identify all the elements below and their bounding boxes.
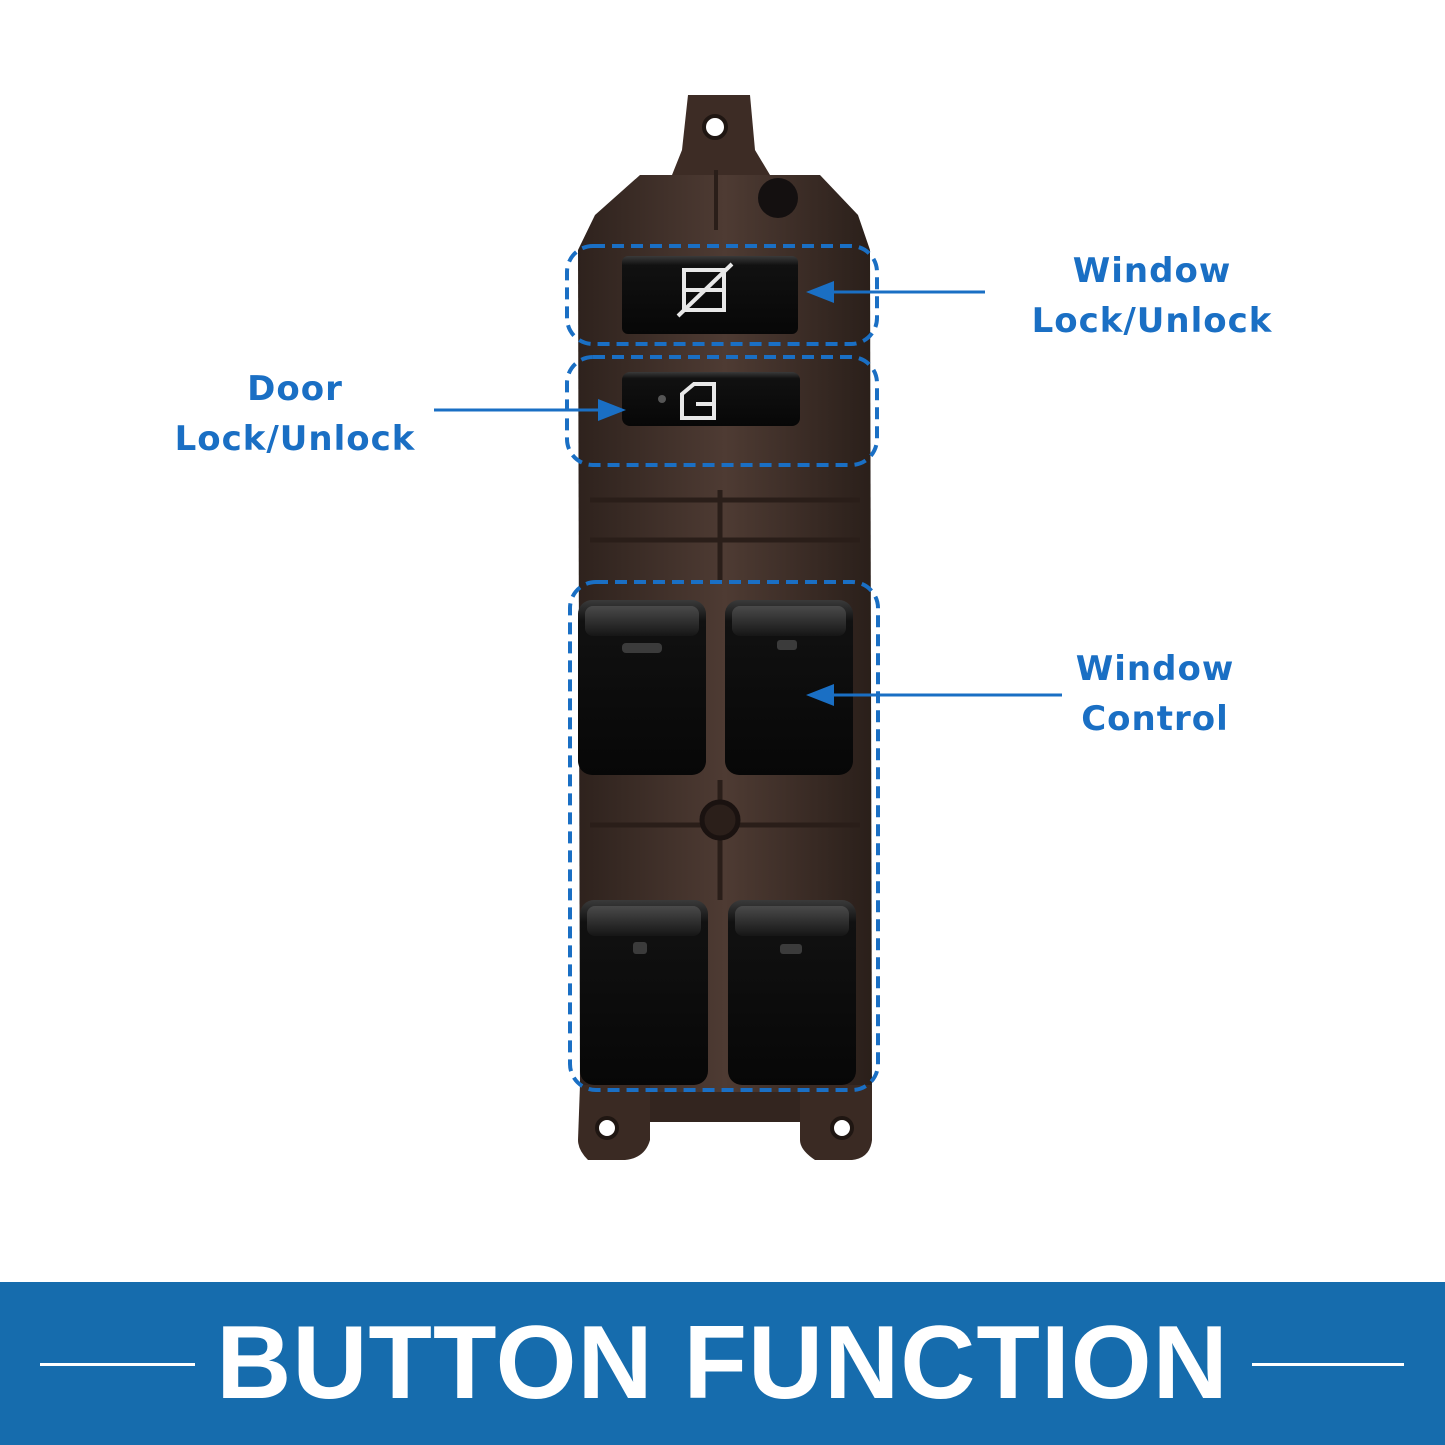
window-control-label-line1: Window [1075, 649, 1235, 689]
bottom-mounting-hole-right [830, 1116, 854, 1140]
window-lock-label-line1: Window [1072, 251, 1232, 291]
door-lock-button[interactable] [622, 372, 800, 426]
window-lock-icon [676, 262, 734, 318]
center-screw-boss [699, 799, 741, 841]
window-control-arrow [806, 684, 1062, 706]
window-lock-button[interactable] [622, 256, 798, 334]
banner-rule-left [40, 1363, 195, 1366]
door-lock-arrow [434, 399, 626, 421]
window-control-highlight [568, 580, 880, 1092]
bottom-mounting-hole-left [595, 1116, 619, 1140]
banner-rule-right [1252, 1363, 1404, 1366]
window-lock-arrow [806, 281, 985, 303]
bottom-connector [650, 1092, 800, 1122]
window-switch-panel [434, 95, 1062, 1160]
top-mounting-hole [702, 114, 728, 140]
footer-banner: BUTTON FUNCTION [0, 1282, 1445, 1445]
door-lock-label: Door Lock/Unlock [160, 364, 430, 464]
window-control-label-line2: Control [1081, 699, 1229, 739]
door-lock-indicator [658, 395, 666, 403]
product-photo: Window Lock/Unlock Door Lock/Unlock Wind… [160, 95, 1282, 1160]
door-lock-label-line1: Door [247, 369, 343, 409]
window-lock-highlight [565, 244, 879, 346]
window-switch-front-right[interactable] [725, 600, 853, 775]
door-lock-label-line2: Lock/Unlock [174, 419, 416, 459]
housing-knob [758, 178, 798, 218]
window-switch-rear-right[interactable] [728, 900, 856, 1085]
door-lock-highlight [565, 355, 879, 467]
window-lock-label-line2: Lock/Unlock [1031, 301, 1273, 341]
door-lock-icon [680, 382, 716, 420]
window-lock-label: Window Lock/Unlock [1022, 246, 1282, 346]
window-switch-front-left[interactable] [578, 600, 706, 775]
banner-title: BUTTON FUNCTION [216, 1305, 1229, 1421]
window-control-label: Window Control [1050, 644, 1260, 744]
window-switch-rear-left[interactable] [580, 900, 708, 1085]
